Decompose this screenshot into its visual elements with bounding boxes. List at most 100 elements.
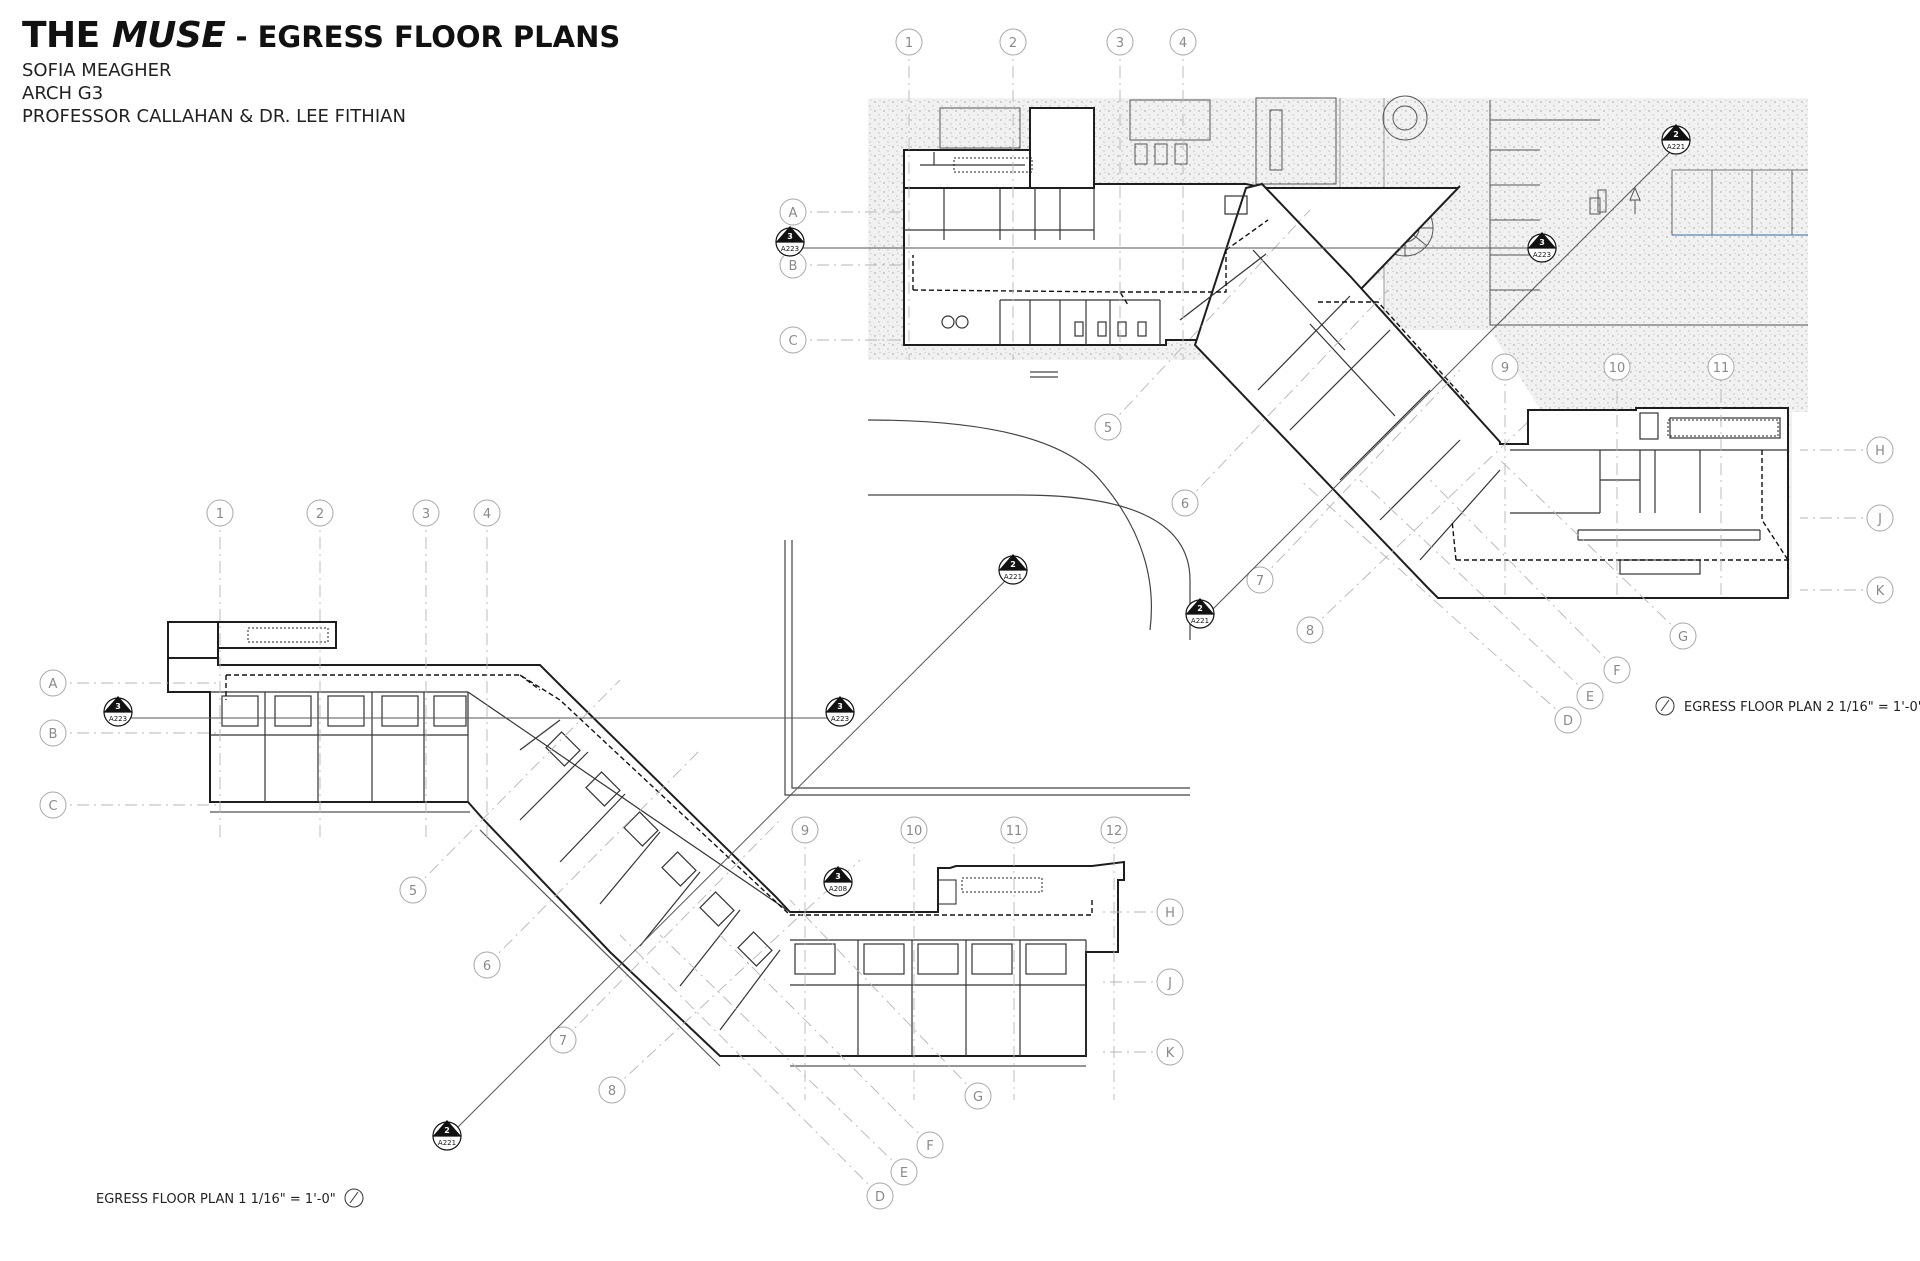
svg-text:G: G (973, 1090, 983, 1105)
project-name: MUSE (111, 15, 226, 56)
svg-text:K: K (1166, 1046, 1175, 1061)
svg-text:11: 11 (1006, 824, 1023, 839)
plan2-caption-group: EGRESS FLOOR PLAN 2 1/16" = 1'-0" (1655, 696, 1920, 716)
svg-text:J: J (1877, 512, 1882, 527)
title-block: THE MUSE - EGRESS FLOOR PLANS SOFIA MEAG… (22, 14, 620, 128)
svg-text:9: 9 (1501, 361, 1509, 376)
grid-bubble-letter: A (39, 669, 67, 697)
svg-text:A223: A223 (1533, 251, 1551, 259)
svg-text:6: 6 (1181, 497, 1189, 512)
egress-floor-plan-2 (867, 95, 1808, 640)
svg-text:B: B (789, 259, 798, 274)
svg-text:A: A (789, 206, 798, 221)
svg-text:3: 3 (1116, 36, 1124, 51)
grid-bubble-letter: G (1669, 622, 1697, 650)
grid-bubble-number: 6 (473, 951, 501, 979)
grid-bubble-number: 7 (1246, 566, 1274, 594)
svg-text:A223: A223 (781, 245, 799, 253)
grid-bubble-letter: C (779, 326, 807, 354)
svg-text:K: K (1876, 584, 1885, 599)
svg-text:A223: A223 (109, 715, 127, 723)
svg-text:A223: A223 (831, 715, 849, 723)
svg-text:A: A (49, 677, 58, 692)
svg-text:7: 7 (559, 1034, 567, 1049)
sheet-title: THE MUSE - EGRESS FLOOR PLANS (22, 15, 621, 56)
grid-bubble-letter: K (1156, 1038, 1184, 1066)
professors: PROFESSOR CALLAHAN & DR. LEE FITHIAN (22, 106, 406, 127)
svg-text:2: 2 (1010, 560, 1016, 569)
grid-bubble-letter: J (1866, 504, 1894, 532)
svg-text:C: C (788, 334, 797, 349)
svg-text:3: 3 (837, 702, 843, 711)
grid-bubble-letter: D (1554, 706, 1582, 734)
grid-bubble-number: 8 (1296, 616, 1324, 644)
plan1-stairs (247, 627, 1043, 905)
road-curbs (867, 371, 1191, 640)
svg-text:F: F (926, 1139, 933, 1154)
section-lines (118, 145, 1677, 1131)
grid-bubble-number: 10 (1603, 353, 1631, 381)
plan1-caption-group: EGRESS FLOOR PLAN 1 1/16" = 1'-0" (96, 1188, 364, 1208)
svg-text:3: 3 (1539, 238, 1545, 247)
grid-lines (53, 42, 1880, 1197)
svg-text:2: 2 (1009, 36, 1017, 51)
grid-bubble-number: 4 (473, 499, 501, 527)
egress-floor-plan-1 (167, 540, 1190, 1067)
svg-text:11: 11 (1713, 361, 1730, 376)
plan1-egress-path (225, 674, 1093, 916)
svg-text:10: 10 (906, 824, 923, 839)
svg-text:8: 8 (1306, 624, 1314, 639)
svg-text:2: 2 (1673, 130, 1679, 139)
svg-text:10: 10 (1609, 361, 1626, 376)
grid-bubble-letter: H (1866, 436, 1894, 464)
grid-bubble-number: 5 (399, 876, 427, 904)
grid-bubble-letter: B (39, 719, 67, 747)
author-name: SOFIA MEAGHER (22, 60, 172, 81)
grid-bubble-number: 4 (1169, 28, 1197, 56)
grid-bubble-letter: F (916, 1131, 944, 1159)
grid-bubble-number: 9 (791, 816, 819, 844)
grid-bubble-number: 11 (1000, 816, 1028, 844)
svg-text:12: 12 (1106, 824, 1123, 839)
grid-bubble-number: 7 (549, 1026, 577, 1054)
svg-text:J: J (1167, 976, 1172, 991)
grid-bubble-letter: C (39, 791, 67, 819)
grid-bubble-number: 9 (1491, 353, 1519, 381)
grid-bubble-number: 2 (999, 28, 1027, 56)
course-code: ARCH G3 (22, 83, 104, 104)
svg-text:5: 5 (409, 884, 417, 899)
plan2-egress-path (912, 219, 1789, 570)
svg-text:H: H (1165, 906, 1175, 921)
grid-bubble-number: 11 (1707, 353, 1735, 381)
grid-bubble-letter: A (779, 198, 807, 226)
grid-bubble-number: 10 (900, 816, 928, 844)
svg-text:2: 2 (1197, 604, 1203, 613)
svg-text:1: 1 (905, 36, 913, 51)
svg-text:5: 5 (1104, 421, 1112, 436)
grid-bubble-number: 8 (598, 1076, 626, 1104)
svg-text:4: 4 (1179, 36, 1187, 51)
north-arrow-icon (344, 1188, 364, 1208)
svg-text:9: 9 (801, 824, 809, 839)
grid-bubble-letter: F (1603, 656, 1631, 684)
svg-text:A221: A221 (1004, 573, 1022, 581)
svg-text:F: F (1613, 664, 1620, 679)
plan2-stair (953, 157, 1779, 437)
grid-bubble-letter: K (1866, 576, 1894, 604)
north-arrow-icon (1655, 696, 1675, 716)
svg-text:6: 6 (483, 959, 491, 974)
svg-text:2: 2 (444, 1126, 450, 1135)
svg-text:A221: A221 (438, 1139, 456, 1147)
svg-text:2: 2 (316, 507, 324, 522)
svg-text:E: E (900, 1166, 908, 1181)
svg-text:C: C (48, 799, 57, 814)
grid-bubble-number: 1 (895, 28, 923, 56)
grid-bubble-number: 5 (1094, 413, 1122, 441)
svg-text:A208: A208 (829, 885, 847, 893)
